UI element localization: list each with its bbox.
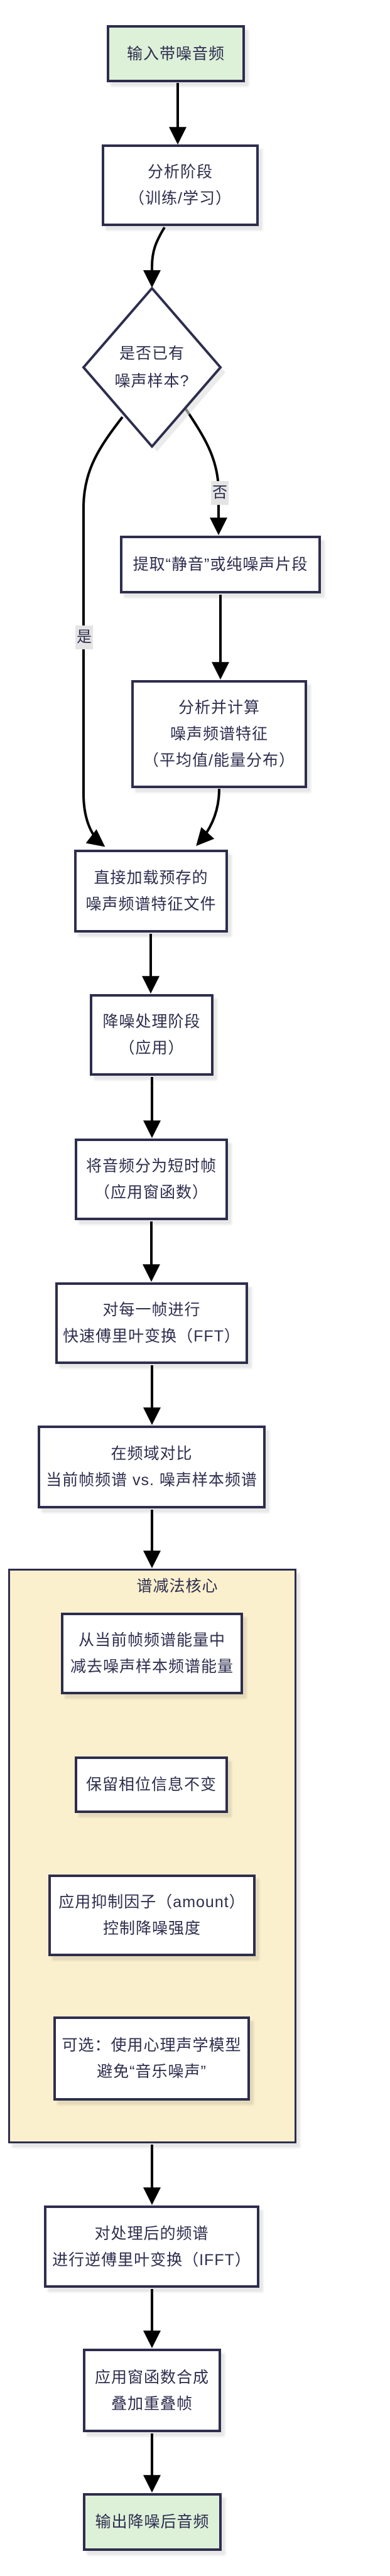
node-label: （应用） [119,1039,185,1057]
node-label: 当前帧频谱 vs. 噪声样本频谱 [46,1471,257,1489]
node-label: 噪声频谱特征文件 [85,896,217,913]
node-label: 叠加重叠帧 [111,2395,193,2413]
edge-compute-to-load [196,788,220,847]
node-label: 提取“静音”或纯噪声片段 [133,556,308,573]
node-split-short-frames: 将音频分为短时帧 （应用窗函数） [75,1139,228,1220]
decision-diamond [82,286,225,452]
edge-decision-no [183,405,227,536]
node-label: 控制降噪强度 [102,1920,201,1937]
edge-label-no: 否 [211,481,229,505]
node-label: 进行逆傅里叶变换（IFFT） [52,2251,251,2269]
node-input-audio: 输入带噪音频 [107,25,245,82]
node-ifft: 对处理后的频谱 进行逆傅里叶变换（IFFT） [44,2205,259,2288]
node-keep-phase: 保留相位信息不变 [75,1756,228,1813]
node-compute-noise-spectrum: 分析并计算 噪声频谱特征 （平均值/能量分布） [131,680,307,788]
node-fft: 对每一帧进行 快速傅里叶变换（FFT） [55,1282,248,1364]
node-label: 是否已有 [119,345,185,362]
node-label: 噪声样本? [114,372,190,390]
node-label: 降噪处理阶段 [102,1013,201,1031]
node-compare-spectra: 在频域对比 当前帧频谱 vs. 噪声样本频谱 [38,1426,266,1508]
node-extract-silence: 提取“静音”或纯噪声片段 [120,536,321,593]
decision-has-noise-sample: 是否已有 噪声样本? [89,330,215,405]
node-analysis-stage: 分析阶段 （训练/学习） [102,144,259,226]
node-label: （平均值/能量分布） [143,752,295,769]
node-label: 分析并计算 [178,699,260,717]
node-psychoacoustic-model: 可选：使用心理声学模型 避免“音乐噪声” [53,2016,250,2101]
node-load-preset-noise-profile: 直接加载预存的 噪声频谱特征文件 [74,850,228,933]
node-suppression-factor: 应用抑制因子（amount） 控制降噪强度 [48,1875,256,1956]
node-label: 输入带噪音频 [126,45,225,63]
subgraph-title: 谱减法核心 [136,1578,219,1595]
node-label: 可选：使用心理声学模型 [62,2037,242,2054]
node-label: 应用抑制因子（amount） [58,1893,246,1911]
node-label: 避免“音乐噪声” [97,2063,207,2081]
edge-decision-yes [82,416,124,847]
node-label: 在频域对比 [111,1445,193,1463]
node-label: 对每一帧进行 [102,1301,201,1319]
node-label: 噪声频谱特征 [170,725,268,743]
node-label: 将音频分为短时帧 [85,1157,217,1175]
node-subtract-noise-energy: 从当前帧频谱能量中 减去噪声样本频谱能量 [61,1613,243,1694]
node-label: 保留相位信息不变 [85,1776,217,1794]
node-label: 输出降噪后音频 [95,2513,210,2531]
node-overlap-add: 应用窗函数合成 叠加重叠帧 [83,2349,221,2432]
node-label: 应用窗函数合成 [94,2368,209,2386]
node-denoise-stage: 降噪处理阶段 （应用） [90,994,214,1076]
node-label: 对处理后的频谱 [94,2224,209,2243]
node-label: 分析阶段 [147,163,213,181]
node-label: 快速傅里叶变换（FFT） [63,1328,241,1345]
edge-label-yes: 是 [75,625,93,649]
node-label: 减去噪声样本频谱能量 [70,1658,234,1675]
node-label: （应用窗函数） [94,1184,209,1201]
node-label: （训练/学习） [129,190,232,207]
node-output-audio: 输出降噪后音频 [83,2493,222,2551]
edge-analysis-to-decision [143,226,166,288]
node-label: 直接加载预存的 [94,869,209,887]
node-label: 从当前帧频谱能量中 [78,1632,225,1649]
